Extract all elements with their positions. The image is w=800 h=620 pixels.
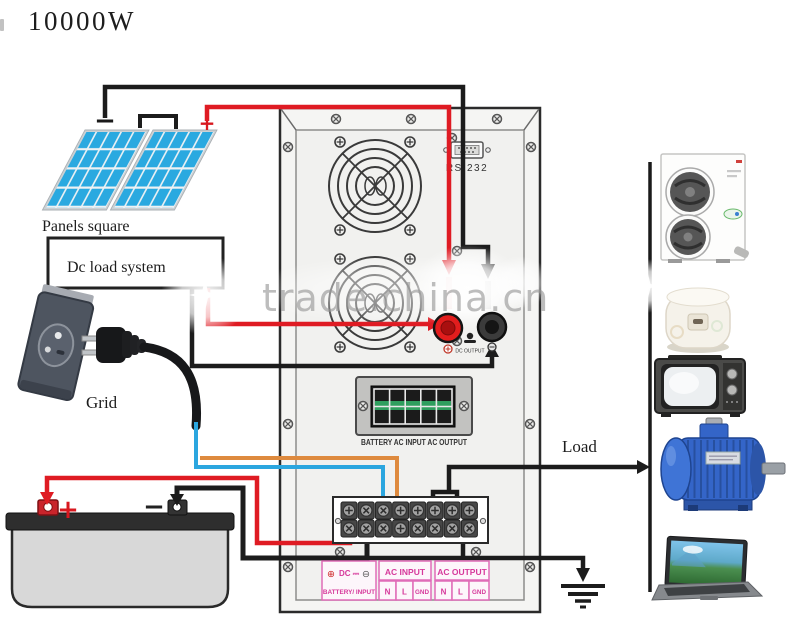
ground-wire (367, 543, 586, 568)
dc-label: DC ⎓ (339, 569, 360, 578)
ac-output-gnd: GND (472, 589, 486, 596)
tv-knob (726, 368, 738, 380)
motor-image (660, 417, 786, 511)
dc-minus-symbol: ⊖ (362, 569, 370, 580)
load-appliances (651, 153, 786, 601)
panel-link-bracket (138, 114, 178, 129)
terminal-block (332, 489, 489, 544)
display-green-bar (375, 401, 451, 410)
dc-plus-symbol: ⊕ (327, 569, 335, 580)
rice-cooker-image (665, 287, 731, 353)
battery-negative-arrow (170, 494, 184, 506)
plug-pin (81, 335, 99, 342)
ac-output-header: AC OUTPUT (437, 567, 487, 577)
plug-body (96, 327, 126, 363)
wingnut-icon (464, 340, 476, 343)
sparkle-icon (636, 274, 660, 298)
battery-body (10, 525, 230, 609)
panel-minus-terminal: − (94, 106, 116, 136)
plug-cable (139, 342, 202, 431)
tv-image (654, 355, 746, 417)
battery-plus-symbol: + (57, 495, 79, 525)
brand-logo-icon (723, 208, 743, 220)
rs232-port: RS 232 (443, 141, 491, 174)
dc-load-system-label: Dc load system (67, 259, 166, 276)
ac-output-header-box (434, 560, 490, 581)
dc-output-label: DC OUTPUT (455, 349, 484, 355)
ac-input-gnd: GND (415, 589, 429, 596)
load-arrow (637, 460, 650, 474)
battery-minus-symbol: − (143, 492, 165, 522)
display-caption: BATTERY AC INPUT AC OUTPUT (361, 437, 468, 447)
solar-panels: − + Panels square (41, 106, 218, 235)
ac-input-wire-orange (200, 456, 399, 502)
battery-input-label-box (321, 560, 377, 601)
ac-output-l: L (458, 588, 463, 597)
battery: + − (5, 492, 235, 609)
sparkle-icon (189, 279, 221, 311)
laptop-image (651, 535, 764, 601)
ac-input-header-box (378, 560, 432, 581)
tv-knob (726, 384, 738, 396)
ground-arrow (576, 568, 590, 582)
watermark-layer: trade.china.cn (161, 245, 670, 335)
solar-panel-left (41, 129, 150, 211)
battery-positive-arrow (40, 492, 54, 505)
load-wire (446, 464, 637, 494)
battery-lid (5, 512, 235, 531)
status-display: BATTERY AC INPUT AC OUTPUT (355, 376, 473, 447)
rs232-label: RS 232 (446, 163, 488, 174)
grid-outlet: Grid (17, 284, 202, 431)
panel-plus-terminal: + (199, 111, 216, 135)
outlet-face (37, 323, 75, 368)
pv-positive-wire (204, 104, 452, 260)
page-title: 10000W (28, 6, 136, 36)
battery-negative-wire (174, 485, 370, 561)
ac-output-n: N (441, 588, 447, 597)
battery-input-label: BATTERY/ INPUT (323, 589, 375, 596)
motor-shaft (761, 462, 786, 475)
plug-pin (81, 349, 99, 356)
watermark-text: trade.china.cn (262, 276, 549, 320)
dc-output-terminals: DC OUTPUT (432, 311, 508, 355)
cooling-fan-top (328, 139, 422, 233)
case-bevel-lines (280, 108, 540, 131)
ac-input-l: L (402, 588, 407, 597)
air-conditioner-image (660, 153, 749, 263)
edge-artifact (0, 19, 4, 31)
ac-input-wire-blue (194, 422, 385, 502)
panels-square-label: Panels square (42, 218, 130, 235)
grid-label: Grid (86, 393, 118, 412)
load-label: Load (562, 437, 597, 456)
terminal-label-panel: ⊕ DC ⎓ ⊖ BATTERY/ INPUT AC INPUT N L GND… (321, 560, 490, 601)
ac-input-header: AC INPUT (385, 567, 426, 577)
ac-input-n: N (385, 588, 391, 597)
solar-panel-right (109, 129, 218, 211)
earth-ground-icon (561, 584, 605, 609)
